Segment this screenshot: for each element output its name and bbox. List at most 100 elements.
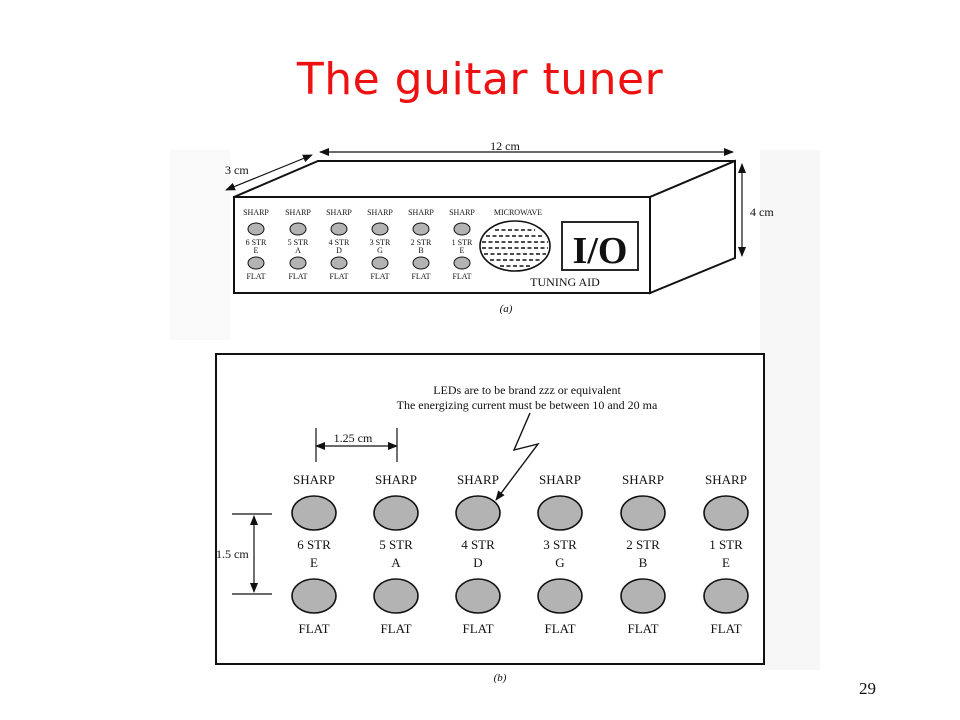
page-number: 29 [859, 679, 876, 698]
flat-led [291, 578, 337, 614]
small-flat-label: FLAT [288, 272, 307, 281]
small-string-number: 3 STR [370, 238, 391, 247]
small-sharp-led [330, 222, 348, 236]
small-flat-led [247, 256, 265, 270]
small-flat-led [453, 256, 471, 270]
flat-led [537, 578, 583, 614]
small-flat-label: FLAT [246, 272, 265, 281]
slide-title: The guitar tuner [296, 54, 664, 105]
figure-b-caption: (b) [494, 672, 507, 684]
sharp-led [537, 495, 583, 531]
flat-led [373, 578, 419, 614]
small-flat-led [412, 256, 430, 270]
flat-label: FLAT [710, 621, 741, 636]
flat-led [620, 578, 666, 614]
small-string-note: A [295, 246, 301, 255]
small-flat-led [371, 256, 389, 270]
figure-a-dimensions [225, 148, 746, 257]
small-sharp-led [247, 222, 265, 236]
vertical-dimension [232, 513, 272, 595]
small-string-note: E [460, 246, 465, 255]
width-dimension-label: 12 cm [490, 139, 520, 153]
flat-label: FLAT [544, 621, 575, 636]
small-string-number: 2 STR [411, 238, 432, 247]
led-note-line-2: The energizing current must be between 1… [397, 398, 658, 412]
small-flat-label: FLAT [329, 272, 348, 281]
flat-label: FLAT [298, 621, 329, 636]
microwave-label: MICROWAVE [494, 208, 542, 217]
small-string-number: 4 STR [329, 238, 350, 247]
string-number: 5 STR [379, 537, 413, 552]
spacing-dimension [315, 428, 398, 462]
power-switch: I/O [561, 221, 639, 272]
flat-led [455, 578, 501, 614]
depth-dimension-label: 3 cm [225, 163, 249, 177]
box-top-face [233, 160, 736, 198]
figure-a-caption: (a) [500, 303, 513, 315]
string-number: 4 STR [461, 537, 495, 552]
string-note: E [310, 555, 318, 570]
small-sharp-label: SHARP [449, 208, 475, 217]
small-flat-label: FLAT [452, 272, 471, 281]
sharp-led [373, 495, 419, 531]
sharp-label: SHARP [622, 472, 664, 487]
sharp-led [291, 495, 337, 531]
string-note: B [639, 555, 648, 570]
figure-a-box [233, 159, 736, 295]
vertical-dimension-label: 1.5 cm [216, 547, 249, 561]
microwave-speaker: MICROWAVE [479, 208, 551, 272]
string-number: 3 STR [543, 537, 577, 552]
spacing-dimension-label: 1.25 cm [334, 431, 373, 445]
string-number: 1 STR [709, 537, 743, 552]
small-sharp-led [453, 222, 471, 236]
small-string-number: 5 STR [288, 238, 309, 247]
small-flat-label: FLAT [411, 272, 430, 281]
speaker-grille-icon [479, 220, 551, 272]
string-number: 6 STR [297, 537, 331, 552]
flat-led [703, 578, 749, 614]
sharp-led [620, 495, 666, 531]
led-note-line-1: LEDs are to be brand zzz or equivalent [433, 383, 621, 397]
small-sharp-led [412, 222, 430, 236]
small-string-note: E [254, 246, 259, 255]
flat-label: FLAT [462, 621, 493, 636]
string-number: 2 STR [626, 537, 660, 552]
small-string-note: G [377, 246, 383, 255]
flat-label: FLAT [627, 621, 658, 636]
power-switch-label: I/O [573, 230, 628, 272]
small-string-note: D [336, 246, 342, 255]
depth-dimension-line [225, 154, 313, 191]
sharp-label: SHARP [457, 472, 499, 487]
small-string-number: 1 STR [452, 238, 473, 247]
sharp-label: SHARP [705, 472, 747, 487]
small-sharp-led [371, 222, 389, 236]
box-right-face [649, 159, 736, 295]
sharp-label: SHARP [293, 472, 335, 487]
small-sharp-label: SHARP [367, 208, 393, 217]
small-flat-label: FLAT [370, 272, 389, 281]
small-sharp-label: SHARP [408, 208, 434, 217]
small-flat-led [330, 256, 348, 270]
sharp-led [703, 495, 749, 531]
sharp-label: SHARP [375, 472, 417, 487]
height-dimension-label: 4 cm [750, 205, 774, 219]
leader-arrow [495, 412, 540, 501]
power-switch-box [561, 221, 639, 271]
string-note: G [555, 555, 564, 570]
sharp-label: SHARP [539, 472, 581, 487]
small-sharp-label: SHARP [326, 208, 352, 217]
scan-texture [170, 150, 820, 670]
string-note: E [722, 555, 730, 570]
small-sharp-label: SHARP [285, 208, 311, 217]
sharp-led [455, 495, 501, 531]
small-sharp-label: SHARP [243, 208, 269, 217]
figure-b-led-grid: SHARP 6 STR E FLAT SHARP 5 STR A FLAT SH… [291, 472, 749, 636]
small-string-note: B [418, 246, 423, 255]
flat-label: FLAT [380, 621, 411, 636]
string-note: D [473, 555, 482, 570]
tuning-aid-label: TUNING AID [530, 275, 600, 289]
string-note: A [391, 555, 401, 570]
small-sharp-led [289, 222, 307, 236]
small-flat-led [289, 256, 307, 270]
